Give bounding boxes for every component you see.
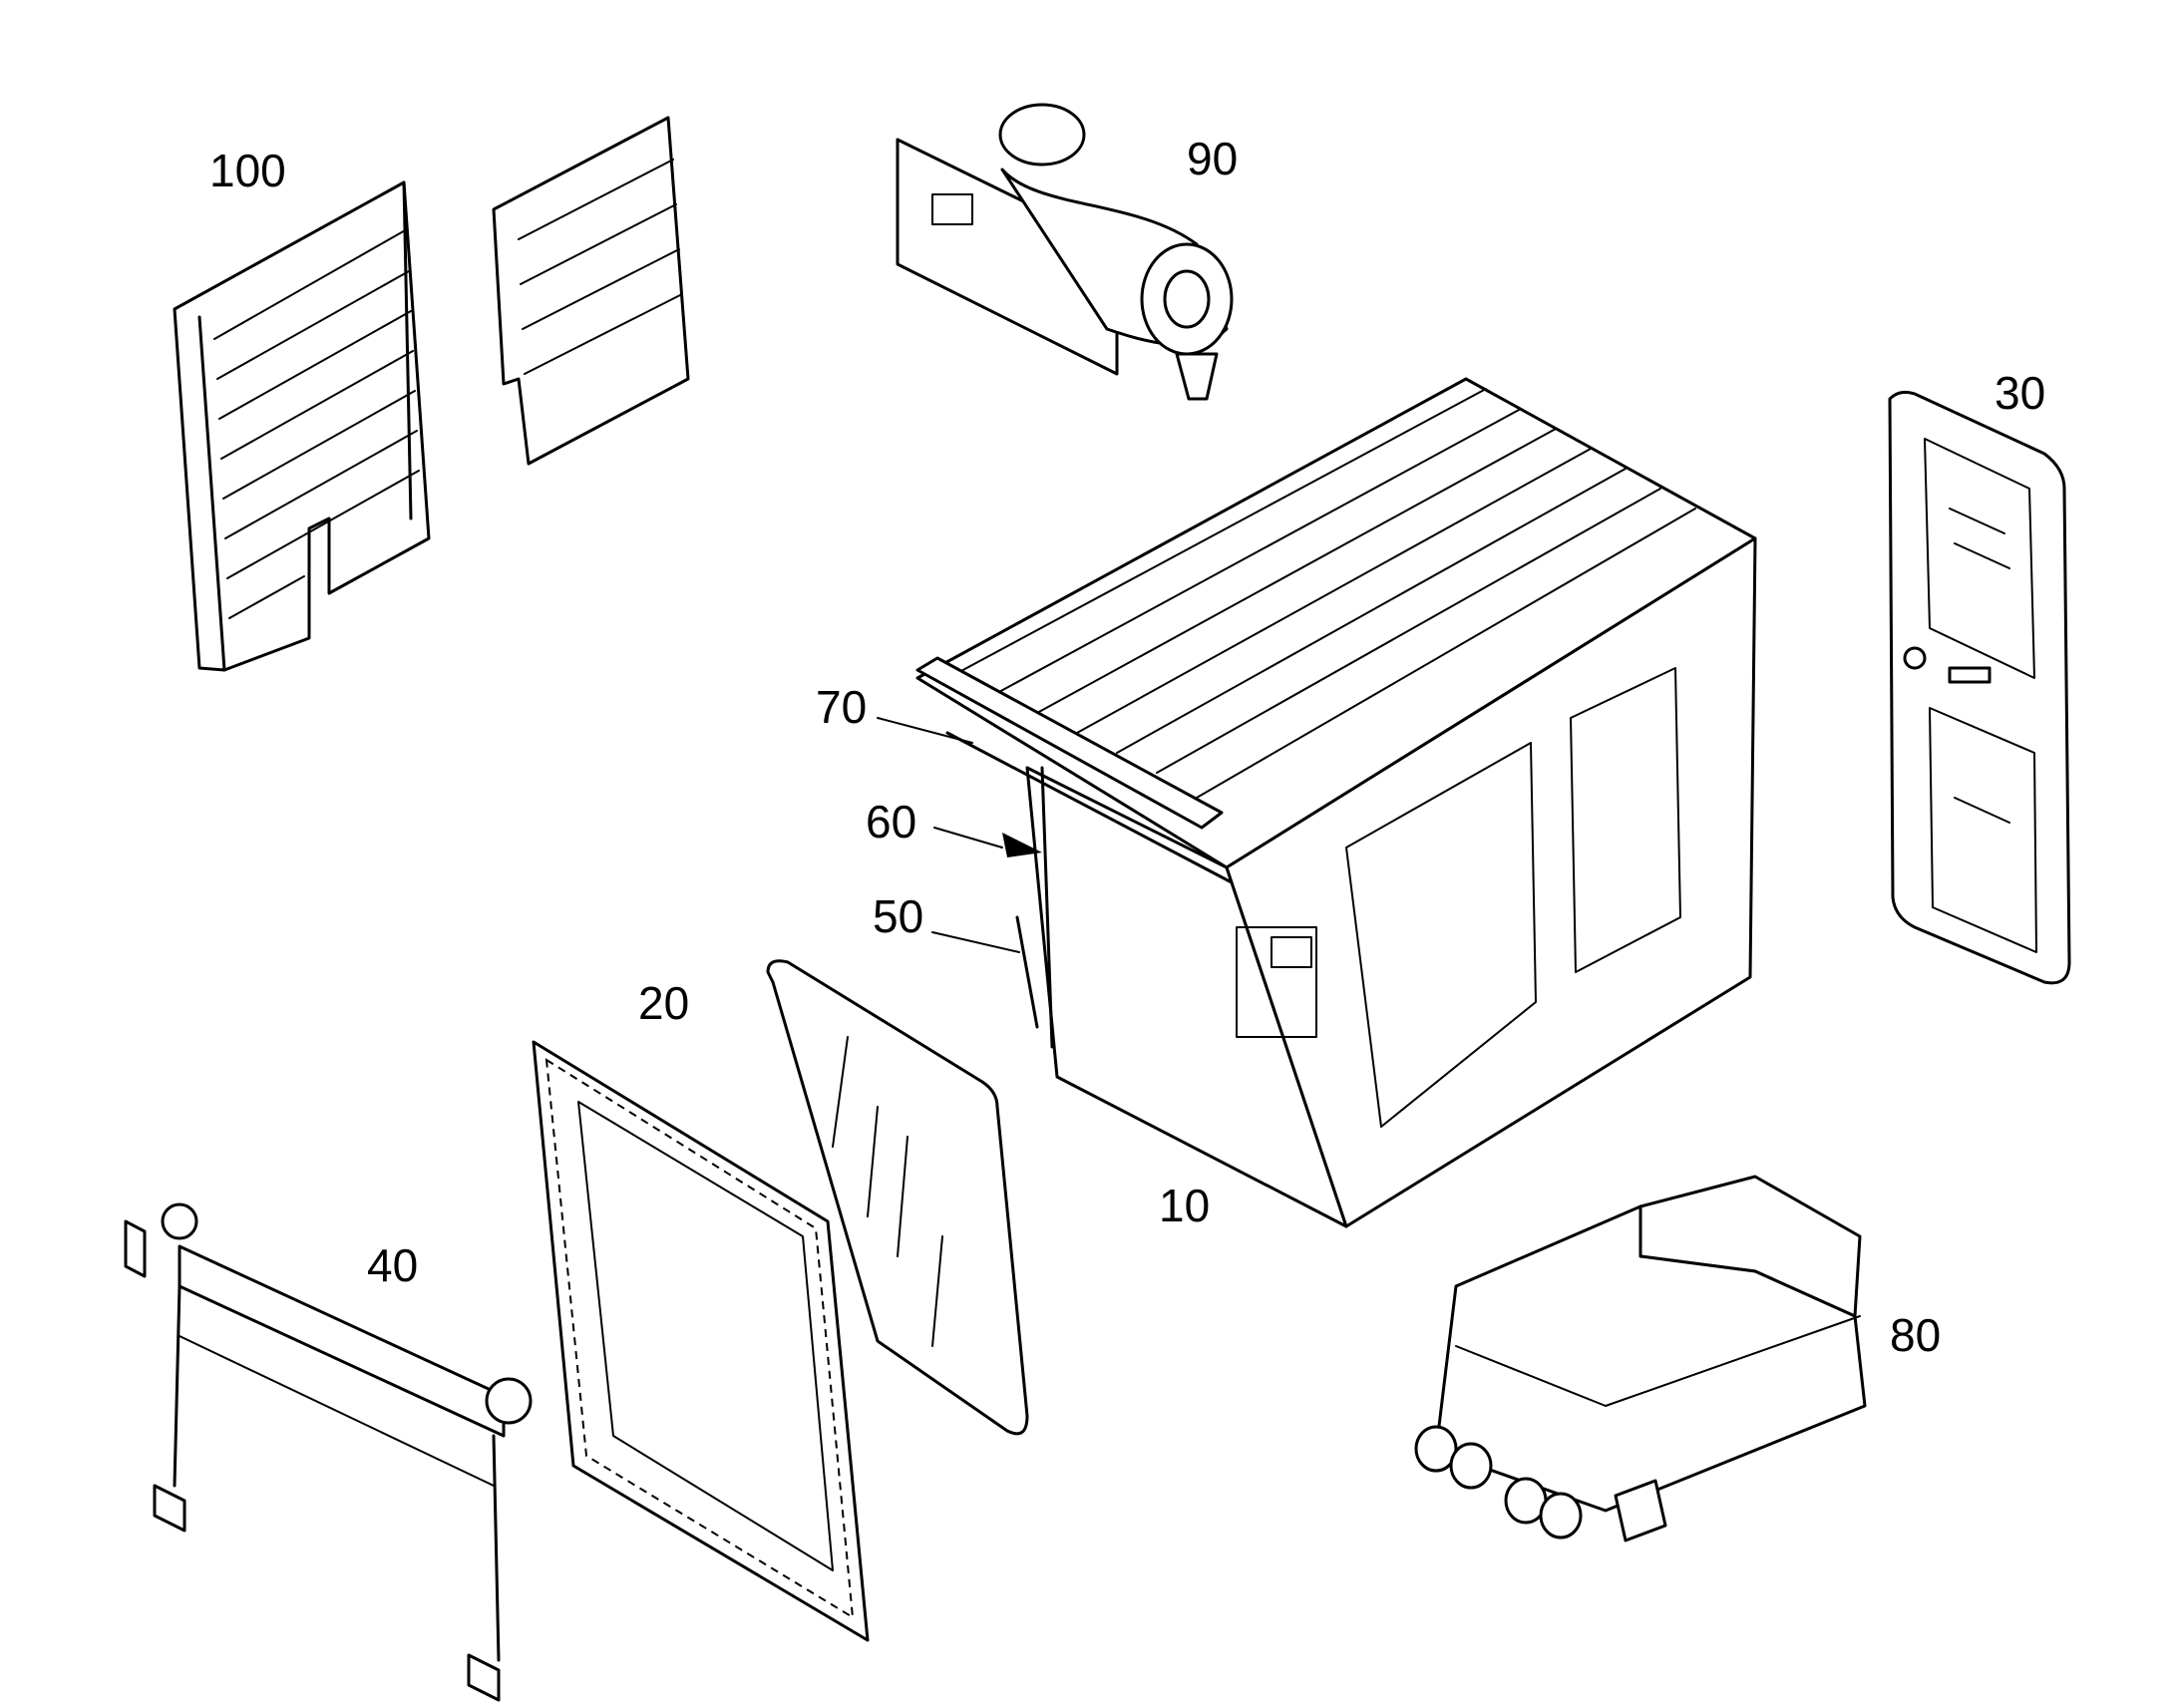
callout-50: 50 — [873, 890, 923, 942]
leader-70 — [877, 717, 973, 744]
callout-10: 10 — [1159, 1180, 1210, 1231]
callout-70: 70 — [816, 681, 867, 733]
part-10-cab-body — [915, 377, 1757, 1228]
part-100-guard-grilles — [173, 116, 690, 672]
part-20-window-assembly — [532, 959, 1029, 1642]
callout-40: 40 — [367, 1239, 418, 1291]
part-80-heater-unit — [1414, 1175, 1867, 1542]
part-40-roller-blind — [124, 1202, 533, 1702]
leader-lines — [877, 717, 1020, 953]
callout-labels: 100 90 30 70 60 50 20 10 40 80 — [209, 133, 2045, 1361]
callout-80: 80 — [1890, 1309, 1941, 1361]
callout-20: 20 — [638, 977, 689, 1029]
part-90-air-cleaner — [896, 103, 1234, 401]
leader-60 — [933, 827, 1003, 849]
callout-30: 30 — [1995, 367, 2045, 419]
leader-50 — [931, 931, 1020, 953]
part-70-60-50-fittings — [945, 731, 1234, 1049]
part-30-door — [1888, 390, 2071, 985]
callout-100: 100 — [209, 145, 286, 196]
callout-60: 60 — [866, 796, 916, 848]
callout-90: 90 — [1187, 133, 1238, 184]
